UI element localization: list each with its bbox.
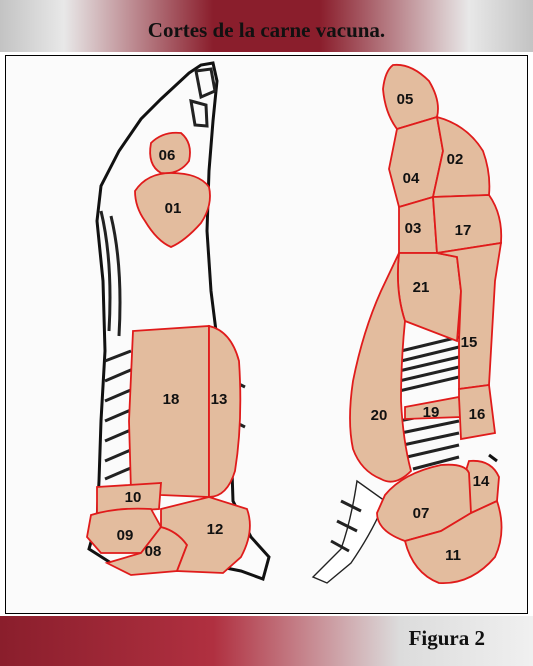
label-14: 14 <box>473 473 490 490</box>
label-20: 20 <box>371 407 388 424</box>
label-12: 12 <box>207 521 224 538</box>
cut-18 <box>129 326 209 497</box>
label-10: 10 <box>125 489 142 506</box>
figure-title: Cortes de la carne vacuna. <box>0 18 533 43</box>
label-15: 15 <box>461 334 478 351</box>
label-06: 06 <box>159 147 176 164</box>
figure-caption: Figura 2 <box>409 626 485 651</box>
label-11: 11 <box>445 547 461 564</box>
label-03: 03 <box>405 220 422 237</box>
label-07: 07 <box>413 505 430 522</box>
title-banner: Cortes de la carne vacuna. <box>0 0 533 52</box>
label-04: 04 <box>403 170 420 187</box>
right-carcass-outline <box>489 455 497 461</box>
right-carcass-half: 05 02 04 03 17 21 15 20 19 16 14 07 11 <box>313 65 502 583</box>
label-21: 21 <box>413 279 430 296</box>
label-08: 08 <box>145 543 162 560</box>
label-16: 16 <box>469 406 486 423</box>
label-19: 19 <box>423 404 440 421</box>
label-18: 18 <box>163 391 180 408</box>
caption-banner: Figura 2 <box>0 616 533 666</box>
cut-13 <box>209 326 240 497</box>
label-17: 17 <box>455 222 472 239</box>
label-05: 05 <box>397 91 414 108</box>
right-neck-bones <box>313 481 385 583</box>
diagram-frame: 06 01 18 13 10 09 08 12 <box>5 55 528 614</box>
beef-cuts-diagram: 06 01 18 13 10 09 08 12 <box>6 56 528 614</box>
label-01: 01 <box>165 200 182 217</box>
label-02: 02 <box>447 151 464 168</box>
label-13: 13 <box>211 391 228 408</box>
cut-21 <box>398 253 461 341</box>
left-carcass-half: 06 01 18 13 10 09 08 12 <box>87 63 269 579</box>
label-09: 09 <box>117 527 134 544</box>
